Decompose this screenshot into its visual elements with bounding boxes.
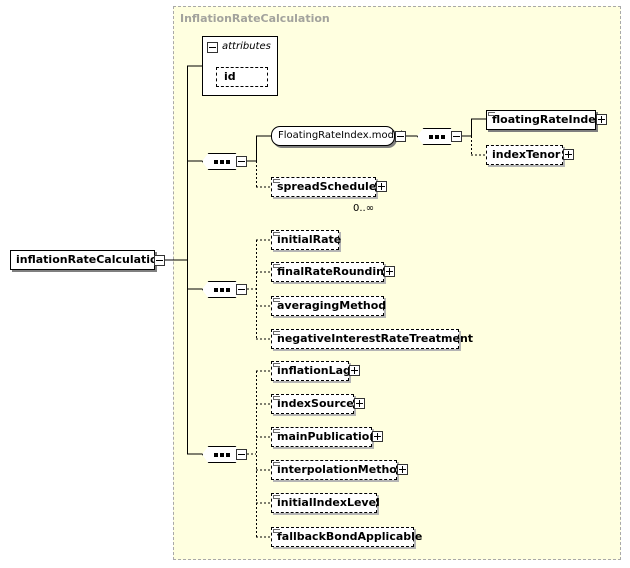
root-element-inflation-rate-calculation[interactable]: inflationRateCalculation — [10, 250, 165, 270]
element-label: spreadSchedule — [277, 180, 377, 193]
element-label: indexTenor — [492, 148, 561, 161]
sequence-collapse-icon[interactable] — [451, 131, 462, 142]
element-label: finalRateRounding — [277, 265, 392, 278]
element-negative-interest-rate-treatment[interactable]: negativeInterestRateTreatment — [271, 329, 473, 349]
simple-type-icon — [273, 331, 280, 336]
simple-type-icon — [273, 529, 280, 534]
simple-type-icon — [273, 264, 280, 269]
attribute-id[interactable]: id — [216, 67, 268, 87]
expand-icon[interactable] — [354, 398, 365, 409]
element-initial-rate[interactable]: initialRate — [271, 230, 342, 250]
element-index-tenor[interactable]: indexTenor — [486, 145, 563, 165]
element-label: negativeInterestRateTreatment — [277, 332, 474, 345]
element-index-source[interactable]: indexSource — [271, 394, 354, 414]
simple-type-icon — [273, 429, 280, 434]
element-label: indexSource — [277, 397, 354, 410]
element-inflation-lag[interactable]: inflationLag — [271, 361, 351, 381]
element-spread-schedule[interactable]: spreadSchedule — [271, 177, 376, 197]
element-label: fallbackBondApplicable — [277, 530, 423, 543]
expand-icon[interactable] — [372, 431, 383, 442]
simple-type-icon — [488, 112, 495, 117]
expand-icon[interactable] — [376, 181, 387, 192]
element-main-publication[interactable]: mainPublication — [271, 427, 377, 447]
type-box-title: InflationRateCalculation — [180, 12, 330, 25]
element-label: initialRate — [277, 233, 342, 246]
sequence-collapse-icon[interactable] — [236, 156, 247, 167]
element-fallback-bond-applicable[interactable]: fallbackBondApplicable — [271, 527, 422, 547]
expand-icon[interactable] — [563, 149, 574, 160]
sequence-compositor-icon — [417, 128, 457, 145]
element-initial-index-level[interactable]: initialIndexLevel — [271, 493, 380, 513]
expand-icon[interactable] — [349, 365, 360, 376]
expand-icon[interactable] — [596, 114, 607, 125]
occurrence-label: 0..∞ — [353, 203, 375, 214]
simple-type-icon — [273, 363, 280, 368]
expand-icon[interactable] — [384, 266, 395, 277]
simple-type-icon — [273, 396, 280, 401]
root-element-label: inflationRateCalculation — [16, 253, 166, 266]
element-label: inflationLag — [277, 364, 351, 377]
simple-type-icon — [273, 232, 280, 237]
element-label: averagingMethod — [277, 299, 387, 312]
element-final-rate-rounding[interactable]: finalRateRounding — [271, 262, 392, 282]
simple-type-icon — [273, 298, 280, 303]
simple-type-icon — [273, 179, 280, 184]
model-group-label: FloatingRateIndex.model — [278, 130, 403, 141]
element-label: initialIndexLevel — [277, 496, 380, 509]
simple-type-icon — [273, 495, 280, 500]
model-collapse-icon[interactable] — [395, 131, 406, 142]
attributes-collapse-icon[interactable] — [207, 42, 218, 53]
sequence-collapse-icon[interactable] — [236, 449, 247, 460]
element-label: mainPublication — [277, 430, 378, 443]
collapse-icon[interactable] — [154, 255, 165, 266]
expand-icon[interactable] — [397, 464, 408, 475]
simple-type-icon — [273, 462, 280, 467]
element-floating-rate-index[interactable]: floatingRateIndex — [486, 110, 603, 130]
attributes-label: attributes — [222, 41, 271, 52]
element-averaging-method[interactable]: averagingMethod — [271, 296, 387, 316]
element-label: interpolationMethod — [277, 463, 405, 476]
element-interpolation-method[interactable]: interpolationMethod — [271, 460, 405, 480]
element-label: floatingRateIndex — [492, 113, 603, 126]
sequence-collapse-icon[interactable] — [236, 284, 247, 295]
floating-rate-index-model-group[interactable]: FloatingRateIndex.model — [271, 126, 403, 146]
